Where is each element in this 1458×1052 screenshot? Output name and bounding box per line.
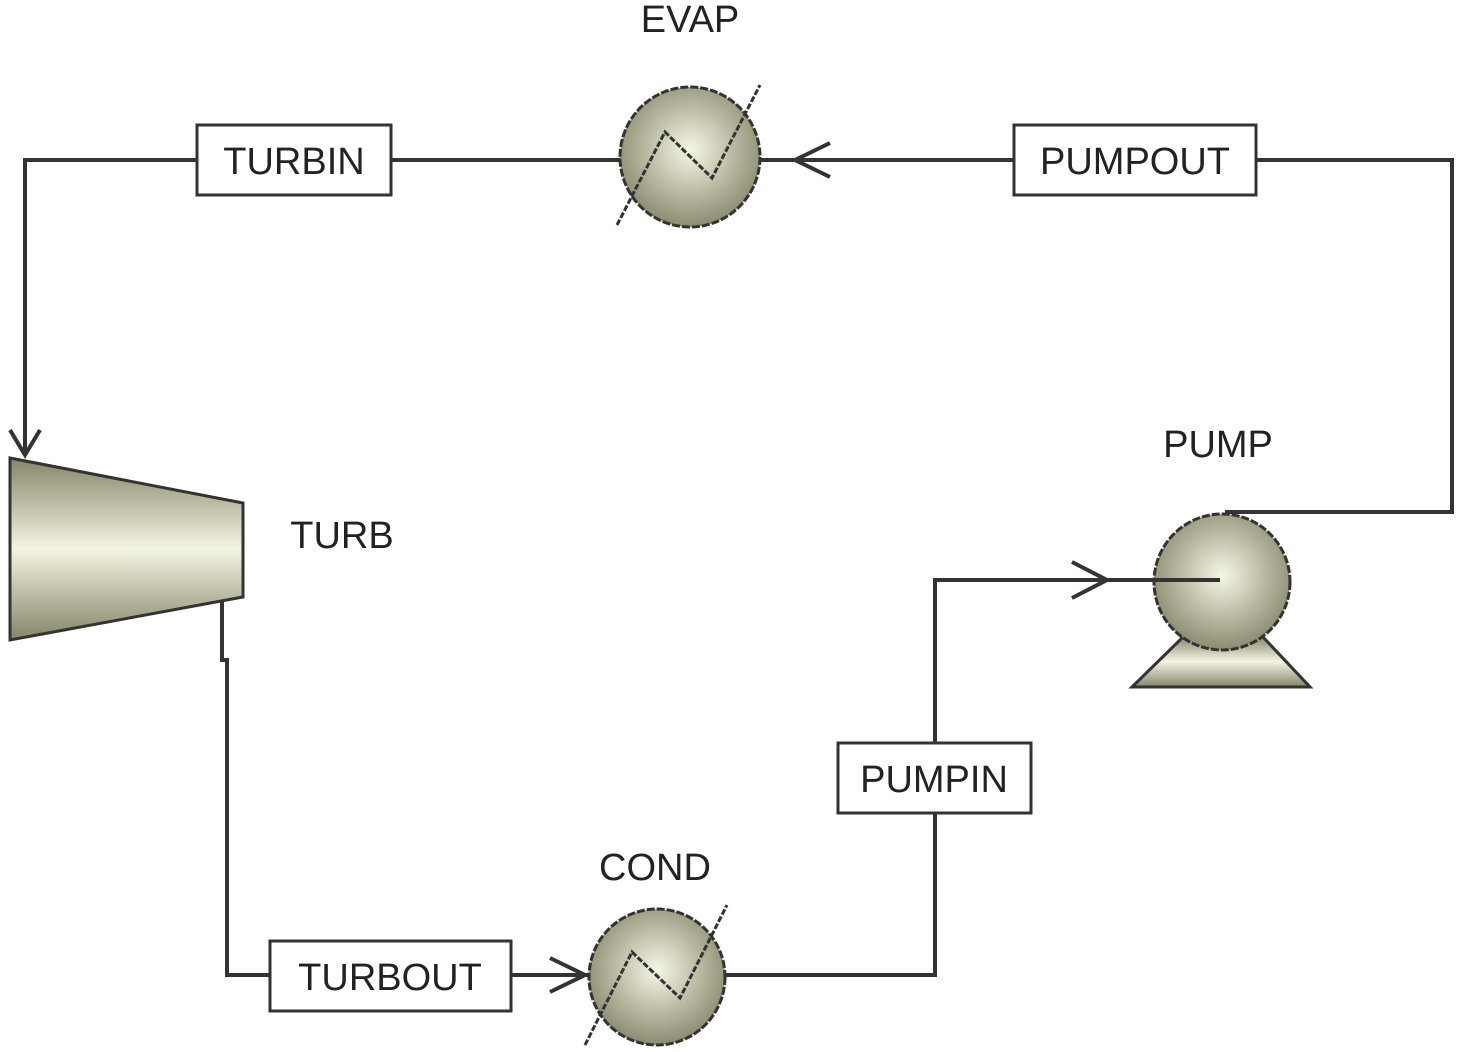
stream-turbout-line[interactable] xyxy=(220,600,590,994)
arrow-left-icon xyxy=(790,141,831,179)
arrow-right-icon xyxy=(549,956,590,994)
stream-pumpout-line[interactable] xyxy=(760,141,1454,514)
pump-block[interactable]: PUMP xyxy=(1128,424,1314,689)
stream-pumpin-line[interactable] xyxy=(725,560,1218,977)
stream-turbin-line[interactable] xyxy=(8,158,620,459)
cond-label: COND xyxy=(599,847,711,889)
svg-text:PUMPOUT: PUMPOUT xyxy=(1040,141,1230,183)
pump-label: PUMP xyxy=(1163,424,1273,466)
evaporator-block[interactable]: EVAP xyxy=(615,0,762,229)
evap-label: EVAP xyxy=(641,0,740,41)
condenser-block[interactable]: COND xyxy=(583,847,729,1047)
turbine-block[interactable]: TURB xyxy=(8,456,394,642)
svg-text:TURBIN: TURBIN xyxy=(223,141,364,183)
svg-text:TURBOUT: TURBOUT xyxy=(298,957,482,999)
arrow-down-icon xyxy=(8,420,42,459)
stream-label-turbout[interactable]: TURBOUT xyxy=(268,939,513,1013)
arrow-right-icon xyxy=(1071,560,1112,600)
turb-label: TURB xyxy=(290,515,393,557)
stream-label-pumpin[interactable]: PUMPIN xyxy=(836,741,1033,815)
stream-label-pumpout[interactable]: PUMPOUT xyxy=(1012,123,1258,197)
svg-text:PUMPIN: PUMPIN xyxy=(860,759,1008,801)
stream-label-turbin[interactable]: TURBIN xyxy=(195,123,393,197)
